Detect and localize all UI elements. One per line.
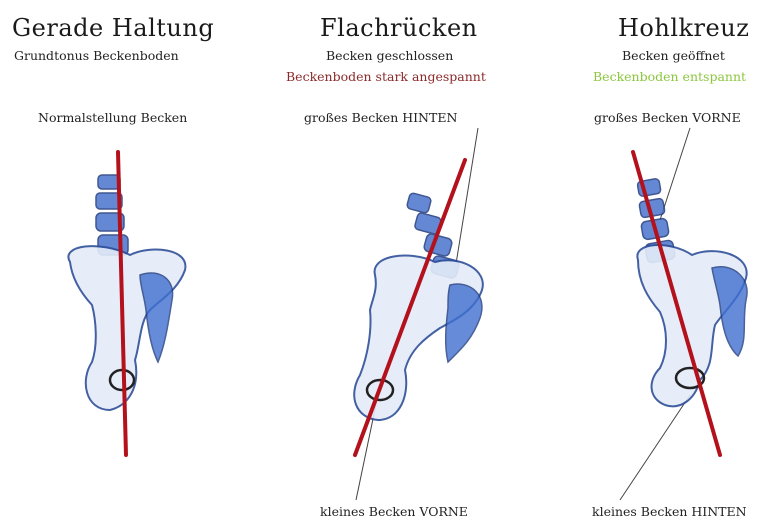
pelvis-illustration bbox=[260, 0, 520, 524]
panel-hohlkreuz: Hohlkreuz Becken geöffnet Beckenboden en… bbox=[520, 0, 781, 524]
panel-gerade-haltung: Gerade Haltung Grundtonus Beckenboden No… bbox=[0, 0, 260, 524]
pelvis-illustration bbox=[520, 0, 781, 524]
label-leader-bottom bbox=[620, 395, 690, 500]
pelvis-illustration bbox=[0, 0, 260, 524]
sacrum bbox=[446, 284, 482, 362]
vertebrae bbox=[96, 175, 128, 255]
panel-flachruecken: Flachrücken Becken geschlossen Beckenbod… bbox=[260, 0, 520, 524]
label-leader-top bbox=[455, 128, 478, 270]
